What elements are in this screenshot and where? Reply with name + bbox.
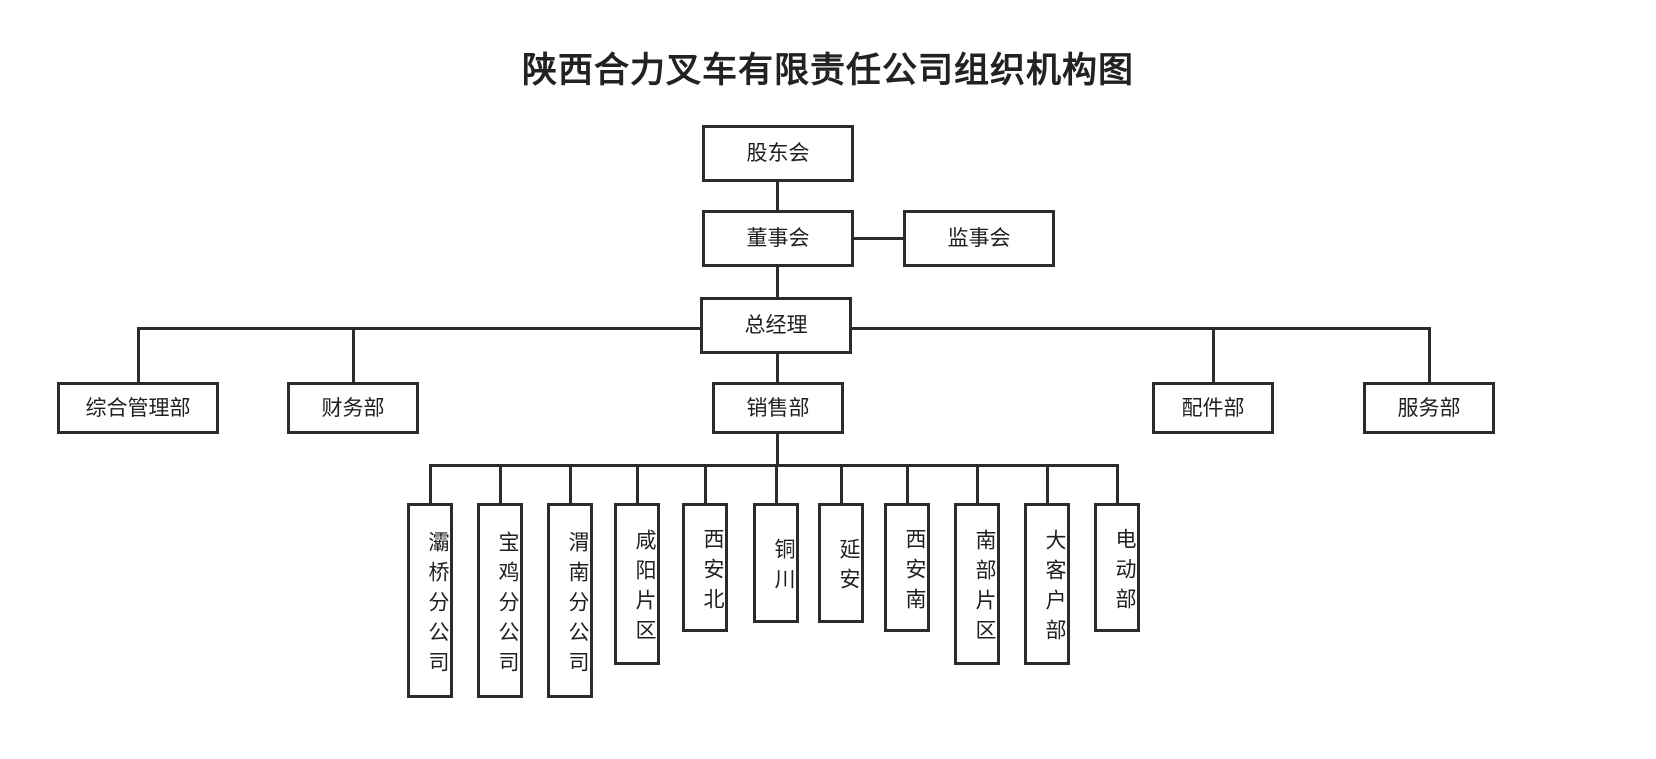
edge-gm-sales: [776, 354, 779, 382]
node-sales-unit[interactable]: 西安北: [682, 503, 728, 632]
node-sales-unit[interactable]: 电动部: [1094, 503, 1140, 632]
edge-sales-unit: [569, 464, 572, 503]
edge-sales-drop: [776, 434, 779, 464]
node-sales-unit[interactable]: 西安南: [884, 503, 930, 632]
node-sales-unit[interactable]: 灞桥分公司: [407, 503, 453, 698]
bus-sales-units: [430, 464, 1118, 467]
edge-sales-unit: [704, 464, 707, 503]
node-sales-unit[interactable]: 大客户部: [1024, 503, 1070, 665]
node-sales-unit[interactable]: 渭南分公司: [547, 503, 593, 698]
node-dept-service[interactable]: 服务部: [1363, 382, 1495, 434]
node-dept-finance[interactable]: 财务部: [287, 382, 419, 434]
edge-sales-unit: [636, 464, 639, 503]
node-supervisors[interactable]: 监事会: [903, 210, 1055, 267]
edge-board-gm: [776, 267, 779, 297]
node-general-manager[interactable]: 总经理: [700, 297, 852, 354]
edge-sales-unit: [840, 464, 843, 503]
node-sales-unit[interactable]: 延安: [818, 503, 864, 623]
node-dept-admin[interactable]: 综合管理部: [57, 382, 219, 434]
node-sales-unit[interactable]: 南部片区: [954, 503, 1000, 665]
edge-gm-parts: [1212, 327, 1215, 382]
node-sales-unit[interactable]: 咸阳片区: [614, 503, 660, 665]
edge-gm-finance: [352, 327, 355, 382]
edge-gm-admin: [137, 327, 140, 382]
edge-sales-unit: [429, 464, 432, 503]
page-title: 陕西合力叉车有限责任公司组织机构图: [521, 51, 1134, 90]
edge-sales-unit: [976, 464, 979, 503]
node-dept-sales[interactable]: 销售部: [712, 382, 844, 434]
edge-sales-unit: [775, 464, 778, 503]
edge-gm-service: [1428, 327, 1431, 382]
edge-sales-unit: [906, 464, 909, 503]
edge-sales-unit: [499, 464, 502, 503]
node-sales-unit[interactable]: 铜川: [753, 503, 799, 623]
edge-shareholders-board: [776, 182, 779, 210]
node-board[interactable]: 董事会: [702, 210, 854, 267]
node-shareholders[interactable]: 股东会: [702, 125, 854, 182]
edge-sales-unit: [1046, 464, 1049, 503]
node-dept-parts[interactable]: 配件部: [1152, 382, 1274, 434]
edge-board-supervisors: [852, 237, 905, 240]
edge-sales-unit: [1116, 464, 1119, 503]
node-sales-unit[interactable]: 宝鸡分公司: [477, 503, 523, 698]
